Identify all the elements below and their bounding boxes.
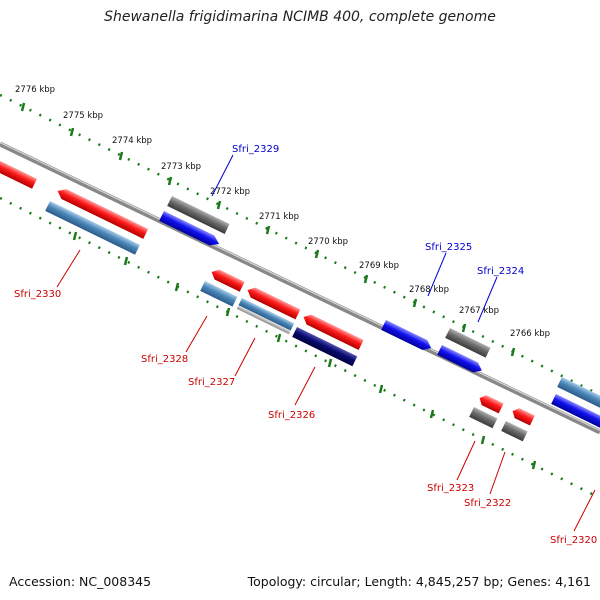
gene-2329-gray[interactable]: [167, 196, 230, 234]
ruler-label-2775: 2775 kbp: [63, 111, 103, 121]
inner-ruler-ticks: [72, 231, 537, 470]
gene-label-sfri-2327[interactable]: Sfri_2327: [188, 377, 235, 388]
leader-lines: [56, 154, 596, 532]
gene-label-sfri-2324[interactable]: Sfri_2324: [477, 266, 524, 277]
gene-2328-red[interactable]: [209, 267, 245, 292]
gene-2327-red[interactable]: [245, 285, 301, 320]
gene-right-edge-steel[interactable]: [557, 377, 600, 414]
genome-backbone: [0, 141, 600, 435]
gene-2328-steel[interactable]: [200, 281, 238, 307]
gene-2327-steel[interactable]: [236, 298, 295, 335]
gene-2324-gray[interactable]: [445, 328, 491, 358]
ruler-label-2770: 2770 kbp: [308, 237, 348, 247]
gene-label-sfri-2329[interactable]: Sfri_2329: [232, 144, 279, 155]
gene-2330-steel[interactable]: [45, 201, 140, 255]
gene-2325[interactable]: [381, 320, 433, 353]
ruler-label-2769: 2769 kbp: [359, 261, 399, 271]
outer-ruler-ticks: [20, 102, 516, 357]
gene-label-sfri-2325[interactable]: Sfri_2325: [425, 242, 472, 253]
gene-2322-red[interactable]: [510, 406, 535, 426]
genome-backbone-highlight: [0, 141, 600, 432]
gene-2330-red[interactable]: [55, 186, 149, 239]
gene-label-sfri-2320[interactable]: Sfri_2320: [550, 535, 597, 546]
gene-2324-blue[interactable]: [437, 345, 484, 375]
gene-2323-gray[interactable]: [469, 407, 498, 429]
topology-text: Topology: circular; Length: 4,845,257 bp…: [247, 574, 591, 589]
map-title: Shewanella frigidimarina NCIMB 400, comp…: [104, 9, 496, 25]
gene-2326-navy[interactable]: [292, 327, 358, 367]
ruler-label-2772: 2772 kbp: [210, 187, 250, 197]
ruler-label-2766: 2766 kbp: [510, 329, 550, 339]
ruler-label-2773: 2773 kbp: [161, 162, 201, 172]
gene-2323-red[interactable]: [477, 393, 504, 414]
gene-label-sfri-2328[interactable]: Sfri_2328: [141, 354, 188, 365]
ruler-label-2767: 2767 kbp: [459, 306, 499, 316]
ruler-label-2768: 2768 kbp: [409, 285, 449, 295]
accession-text: Accession: NC_008345: [9, 574, 152, 589]
gene-2322-gray[interactable]: [501, 421, 528, 442]
ruler-label-2774: 2774 kbp: [112, 136, 152, 146]
gene-right-edge-blue[interactable]: [551, 394, 600, 431]
gene-label-sfri-2330[interactable]: Sfri_2330: [14, 289, 61, 300]
ruler-label-2771: 2771 kbp: [259, 212, 299, 222]
ruler-label-2776: 2776 kbp: [15, 85, 55, 95]
gene-2326-red[interactable]: [301, 312, 364, 350]
gene-label-sfri-2322[interactable]: Sfri_2322: [464, 498, 511, 509]
gene-label-sfri-2323[interactable]: Sfri_2323: [427, 483, 474, 494]
gene-2329-blue[interactable]: [159, 211, 221, 249]
inner-ruler-line: [0, 196, 600, 500]
outer-ruler-line: [0, 93, 600, 397]
gene-label-sfri-2326[interactable]: Sfri_2326: [268, 410, 315, 421]
gene-block-far-left[interactable]: [0, 157, 37, 189]
